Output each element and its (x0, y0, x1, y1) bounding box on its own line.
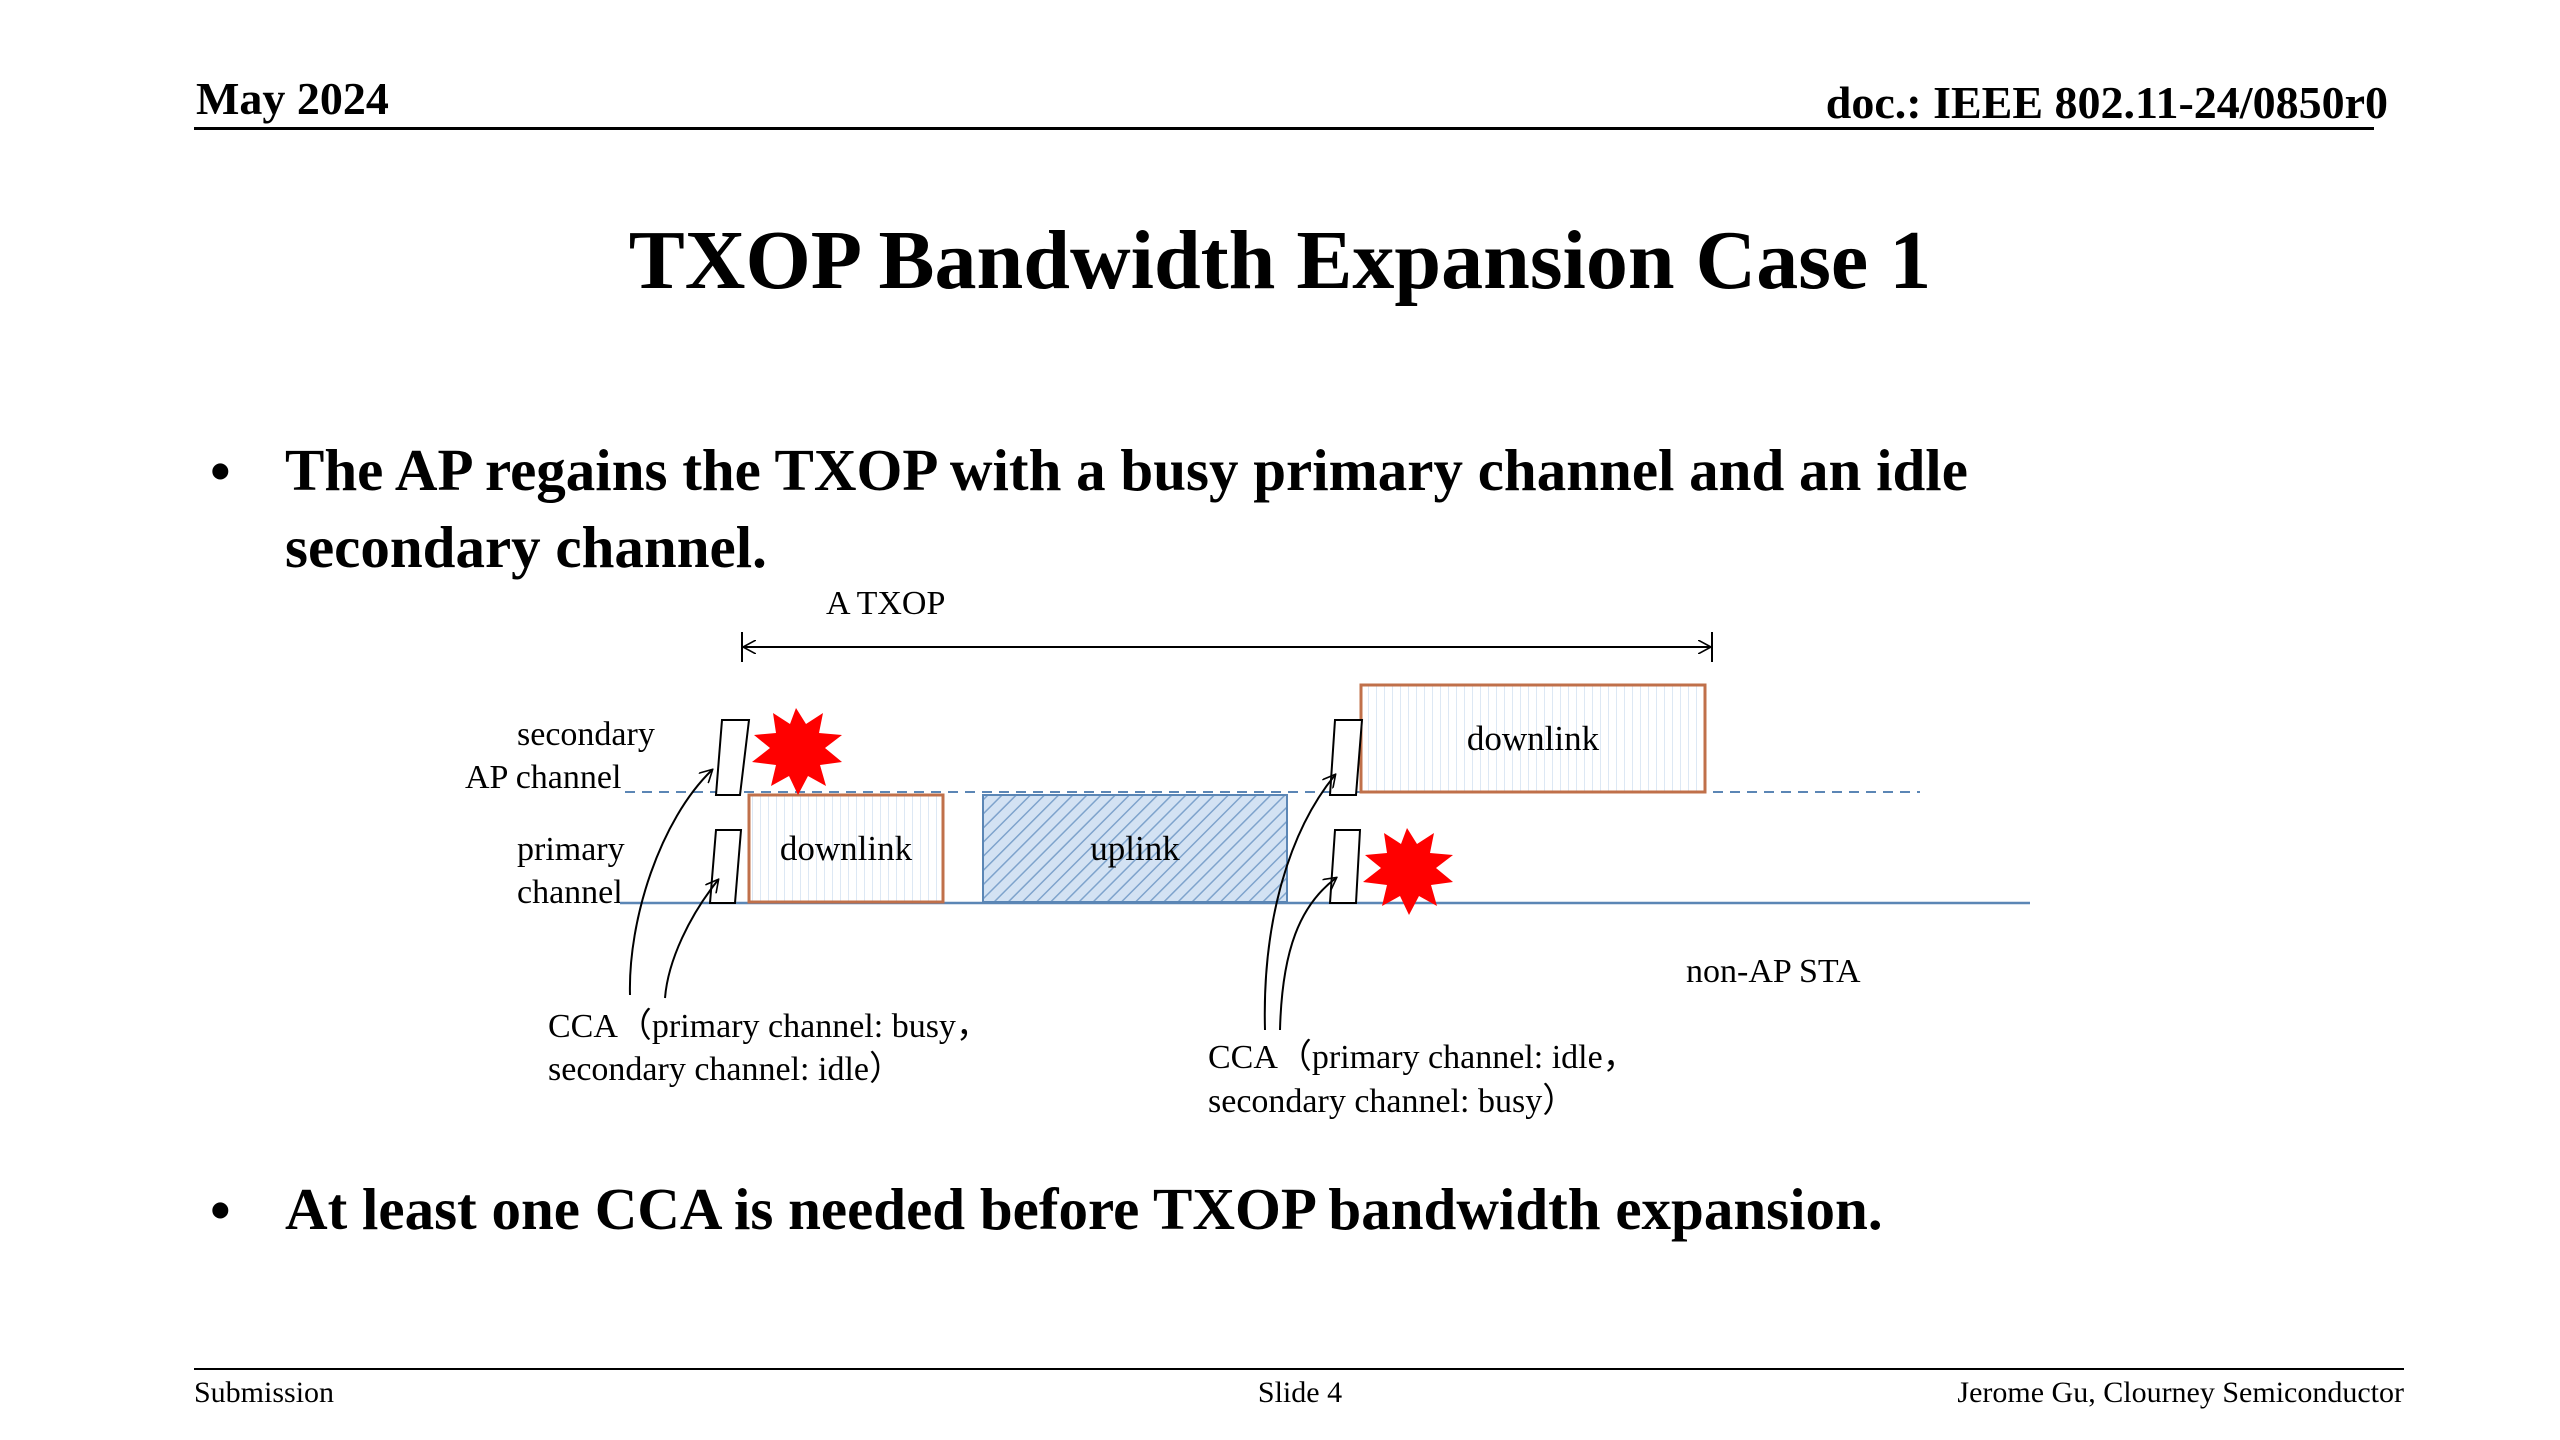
primary-downlink-block (747, 793, 945, 904)
cca-1-pointer-primary (664, 880, 718, 999)
cca-1-line-2: secondary channel: idle） (548, 1050, 903, 1088)
bullet-1-line-1: The AP regains the TXOP with a busy prim… (285, 437, 1968, 503)
ap-channel-label: AP channel (465, 759, 621, 796)
footer-rule (194, 1368, 2404, 1370)
footer-slide-number: Slide 4 (1257, 1376, 1343, 1409)
non-ap-sta-label: non-AP STA (1686, 953, 1861, 990)
cca-2-line-1: CCA（primary channel: idle， (1208, 1038, 1637, 1076)
cca-1-pointer-secondary (628, 770, 712, 996)
cca-slot-primary-2 (1328, 829, 1362, 904)
uplink-block (982, 794, 1288, 903)
primary-downlink-label: downlink (780, 829, 913, 868)
header-doc-id: doc.: IEEE 802.11-24/0850r0 (1825, 77, 2388, 128)
cca-slot-secondary-1 (714, 719, 751, 796)
cca-2-pointer-primary (1279, 878, 1336, 1031)
cca-slot-secondary-2 (1328, 719, 1364, 796)
footer-submission: Submission (194, 1376, 335, 1409)
primary-channel-label: primary (517, 831, 625, 868)
txop-label: A TXOP (826, 585, 945, 622)
bullet-marker-2: • (210, 1177, 231, 1243)
secondary-downlink-block (1359, 683, 1707, 794)
cca-slot-primary-1 (708, 829, 743, 904)
bullet-1-text: The AP regains the TXOP with a busy prim… (285, 432, 1968, 586)
bullet-marker-1: • (210, 438, 231, 504)
cca-2-line-2: secondary channel: busy） (1208, 1082, 1576, 1120)
bullet-1-line-2: secondary channel. (285, 514, 767, 580)
secondary-downlink-label: downlink (1467, 719, 1600, 758)
secondary-channel-label: secondary (517, 716, 655, 753)
collision-burst-secondary (752, 708, 842, 795)
header-rule (194, 127, 2374, 130)
cca-2-pointer-secondary (1263, 775, 1335, 1031)
primary-channel-label-2: channel (517, 874, 623, 911)
header-date: May 2024 (196, 73, 389, 124)
slide-title: TXOP Bandwidth Expansion Case 1 (628, 214, 1932, 307)
uplink-label: uplink (1090, 829, 1180, 868)
bullet-2-text: At least one CCA is needed before TXOP b… (285, 1176, 1883, 1242)
footer-author: Jerome Gu, Clourney Semiconductor (1957, 1376, 2404, 1409)
collision-burst-primary (1363, 828, 1453, 915)
cca-1-line-1: CCA（primary channel: busy， (548, 1007, 990, 1045)
